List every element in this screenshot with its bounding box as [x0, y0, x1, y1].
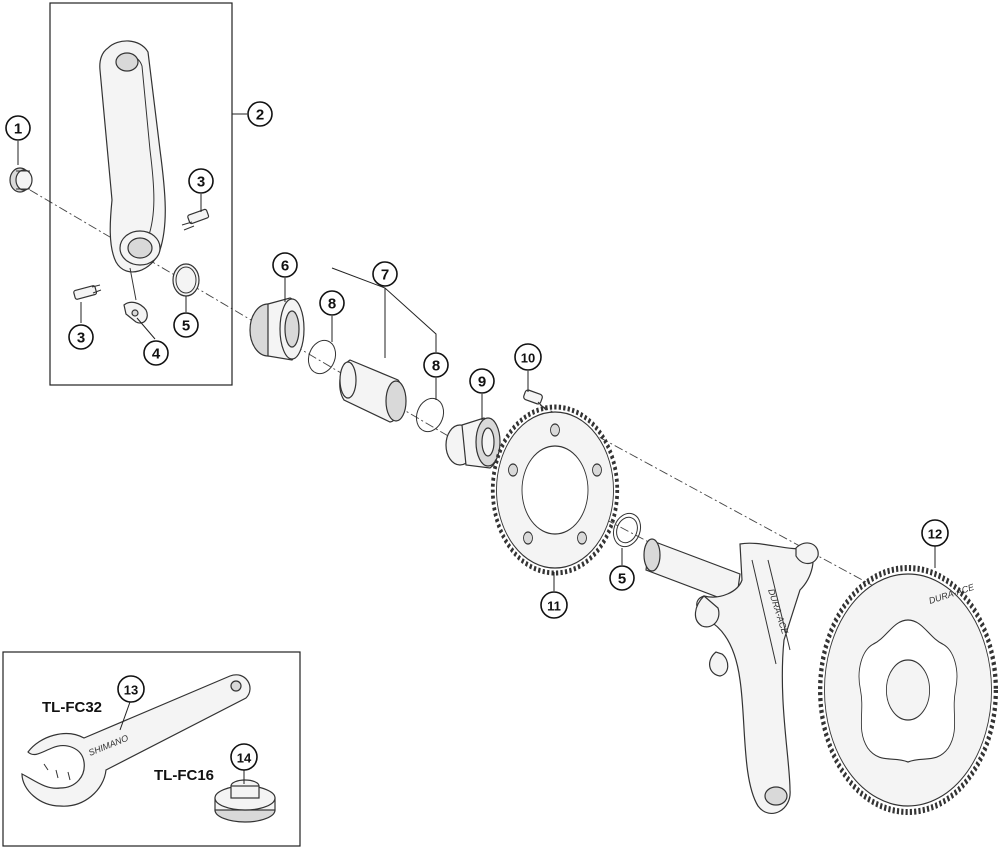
callout-8-right: 8 [423, 352, 449, 378]
bb-o-ring-right [415, 397, 445, 433]
callout-14: 14 [230, 743, 258, 771]
callout-9: 9 [469, 368, 495, 394]
bb-cup-right-part [445, 417, 501, 469]
callout-2-label: 2 [256, 107, 264, 124]
callout-14-label: 14 [237, 751, 252, 766]
callout-8-left: 8 [319, 290, 345, 316]
bb-inner-cover-part [339, 359, 407, 423]
callout-6-label: 6 [281, 258, 289, 275]
left-crank-group-box [49, 2, 233, 386]
callout-3-lower-label: 3 [77, 330, 85, 347]
callout-8-right-label: 8 [432, 358, 440, 375]
tl-fc16-tool [214, 779, 276, 823]
callout-6: 6 [272, 252, 298, 278]
callout-1-label: 1 [14, 121, 22, 138]
callout-8-left-label: 8 [328, 296, 336, 313]
callout-3-upper-label: 3 [197, 174, 205, 191]
tool-label-tl-fc16: TL-FC16 [154, 767, 214, 784]
bb-cup-left-part [249, 297, 305, 361]
tools-box [2, 651, 301, 847]
crank-cap-part [9, 167, 33, 193]
bb-o-ring-left [307, 339, 337, 375]
callout-7: 7 [372, 261, 398, 287]
callout-1: 1 [5, 115, 31, 141]
callout-3-upper: 3 [188, 168, 214, 194]
large-chainring-part: DURA-ACE [818, 565, 998, 815]
spacer-ring-left [172, 263, 200, 297]
spacer-ring-right [612, 512, 642, 548]
callout-12: 12 [921, 519, 949, 547]
callout-12-label: 12 [928, 527, 942, 542]
callout-5-left-label: 5 [182, 318, 190, 335]
safety-plate-part [123, 301, 148, 324]
callout-10: 10 [514, 343, 542, 371]
callout-7-label: 7 [381, 267, 389, 284]
small-chainring-part [490, 404, 620, 576]
callout-9-label: 9 [478, 374, 486, 391]
callout-4-label: 4 [152, 346, 161, 363]
leader-lines [17, 113, 936, 784]
chainring-bolt-part [523, 389, 547, 411]
callout-13: 13 [117, 675, 145, 703]
callout-4: 4 [143, 340, 169, 366]
callout-5-left: 5 [173, 312, 199, 338]
callout-13-label: 13 [124, 683, 138, 698]
right-crank-arm-part: DURA-ACE [643, 538, 819, 815]
callout-10-label: 10 [521, 351, 535, 366]
callout-5-right: 5 [609, 565, 635, 591]
pinch-bolt-lower [73, 284, 102, 300]
callout-11: 11 [540, 591, 568, 619]
callout-3-lower: 3 [68, 324, 94, 350]
left-crank-arm [99, 40, 166, 301]
callout-5-right-label: 5 [618, 571, 626, 588]
tool-label-tl-fc32: TL-FC32 [42, 699, 102, 716]
pinch-bolt-upper [181, 208, 210, 231]
callout-11-label: 11 [547, 599, 561, 614]
tl-fc32-wrench: SHIMANO [21, 674, 251, 807]
callout-2: 2 [247, 101, 273, 127]
